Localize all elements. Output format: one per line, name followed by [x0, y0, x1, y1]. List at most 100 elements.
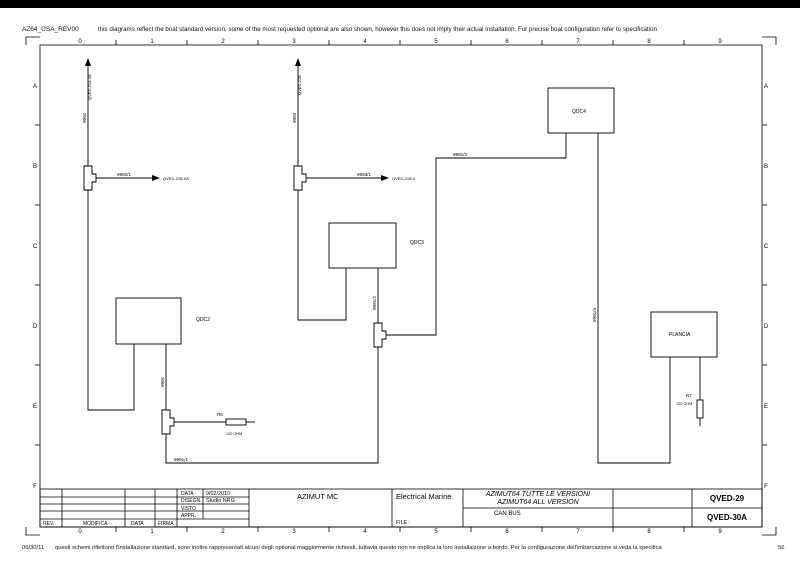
header-disclaimer: this diagrams reflect the boat standard …: [98, 26, 657, 33]
row-label-b-right: B: [764, 164, 768, 170]
tb-data-label: DATA: [181, 491, 194, 497]
frame: [25, 36, 777, 536]
tb-company: AZIMUT MC: [297, 492, 339, 501]
r7-label: R7: [686, 393, 692, 398]
column-label-2-bottom: 2: [221, 529, 225, 535]
column-labels-bottom: 0 1 2 3 4 5 6 7 8 9: [78, 529, 722, 535]
label-9992: 9992: [82, 112, 87, 123]
footer-row: 06/30/11 questi schemi riflettono l'inst…: [0, 545, 800, 557]
page-number: 56: [778, 545, 785, 551]
arrow-up-9993-icon: [295, 58, 301, 66]
column-label-5: 5: [434, 39, 438, 45]
qdc4-box: [547, 87, 615, 134]
column-ticks: [115, 40, 685, 532]
column-labels-top: 0 1 2 3 4 5 6 7 8 9: [78, 39, 722, 45]
resistor-labels: R6 120 OHM R7 120 OHM: [217, 393, 692, 436]
plancia-label: PLANCIA: [669, 332, 691, 338]
column-label-2: 2: [221, 39, 225, 45]
connector-qved-21b-0: QVED-21B.0: [392, 176, 416, 181]
component-boxes: [115, 87, 718, 358]
row-ticks: [35, 124, 767, 446]
tb-code-1: QVED-29: [710, 494, 745, 503]
wires: [87, 64, 701, 464]
column-label-8: 8: [647, 39, 651, 45]
column-label-5-bottom: 5: [434, 529, 438, 535]
tb-title-line1: AZIMUT64 TUTTE LE VERSIONI: [485, 491, 590, 498]
column-label-0: 0: [78, 39, 82, 45]
row-label-a-left: A: [33, 84, 37, 90]
row-label-d-right: D: [764, 324, 769, 330]
footer-disclaimer: questi schemi riflettono l'installazione…: [55, 545, 662, 551]
column-label-8-bottom: 8: [647, 529, 651, 535]
column-label-6: 6: [505, 39, 509, 45]
tb-modifica-label: MODIFICA: [83, 521, 108, 527]
wire-9992-to-qdc2: [87, 190, 135, 411]
tb-category: Electrical Marine: [396, 492, 451, 501]
label-9993-1: 9993/1: [357, 172, 371, 177]
resistors: [225, 399, 704, 426]
wire-9991-4: [597, 133, 671, 464]
column-label-9-bottom: 9: [718, 529, 722, 535]
row-label-e-right: E: [764, 404, 768, 410]
header-row: AZ64_USA_REV00 this diagrams reflect the…: [0, 26, 800, 38]
tb-data-value: 9/02/2010: [206, 491, 230, 497]
column-label-7: 7: [576, 39, 580, 45]
qdc3-box: [328, 222, 397, 269]
tb-file-label: FILE :: [396, 520, 410, 526]
tb-disegn-label: DISEGN.: [181, 498, 202, 504]
column-label-6-bottom: 6: [505, 529, 509, 535]
qdc2-label: QDC2: [196, 317, 210, 323]
column-label-9: 9: [718, 39, 722, 45]
tb-firma-label: FIRMA: [158, 521, 174, 527]
label-9991-3: 9991/3: [453, 152, 467, 157]
t-connector-9991-2: [373, 322, 387, 348]
qdc4-label: QDC4: [572, 109, 586, 115]
column-label-4: 4: [363, 39, 367, 45]
t-connector-9993: [293, 165, 307, 191]
column-label-7-bottom: 7: [576, 529, 580, 535]
row-labels: A B C D E F A B C D E F: [33, 84, 769, 490]
row-label-d-left: D: [33, 324, 38, 330]
arrow-heads: [85, 58, 389, 181]
footer-date: 06/30/11: [22, 545, 45, 551]
column-label-0-bottom: 0: [78, 529, 82, 535]
corner-mark-tl: [25, 36, 40, 45]
column-label-4-bottom: 4: [363, 529, 367, 535]
qdc2-box: [115, 297, 182, 345]
component-labels: QDC2 QDC3 QDC4 PLANCIA: [196, 109, 691, 338]
r7-value: 120 OHM: [676, 402, 692, 406]
wire-9993-to-qdc3: [297, 190, 347, 321]
column-label-1-bottom: 1: [150, 529, 154, 535]
r6-label: R6: [217, 412, 223, 417]
label-9991-1: 9991/1: [174, 457, 188, 462]
connector-qved-21a-1b: QVED-21A.1B: [87, 74, 92, 100]
corner-mark-tr: [762, 36, 777, 45]
label-9992-1: 9992/1: [117, 172, 131, 177]
title-block: [39, 488, 763, 528]
tb-rev-label: REV.: [43, 521, 54, 527]
wire-9991-1: [165, 347, 379, 464]
tb-subtitle: CAN BUS: [494, 511, 521, 517]
wire-labels: 9992 9992/1 9993 9993/1 9991 9991/1 9991…: [82, 112, 597, 462]
row-label-c-right: C: [764, 244, 769, 250]
arrow-right-9992-1-icon: [152, 175, 160, 181]
resistor-r7-icon: [696, 399, 704, 419]
label-9991-2: 9991/2: [372, 296, 377, 310]
tb-appr-label: APPR.: [181, 513, 196, 519]
label-9993: 9993: [292, 112, 297, 123]
row-label-c-left: C: [33, 244, 38, 250]
column-label-1: 1: [150, 39, 154, 45]
title-block-text: DATA 9/02/2010 DISEGN. Studio NRG VISTO …: [43, 491, 747, 527]
tb-code-2: QVED-30A: [707, 513, 747, 522]
row-label-f-left: F: [33, 484, 37, 490]
top-black-bar: [0, 0, 800, 8]
arrow-up-9992-icon: [85, 58, 91, 66]
row-label-e-left: E: [33, 404, 37, 410]
column-label-3: 3: [292, 39, 296, 45]
tb-disegn-value: Studio NRG: [206, 498, 235, 504]
corner-mark-br: [762, 527, 777, 536]
row-label-b-left: B: [33, 164, 37, 170]
wire-9991-3: [386, 133, 567, 336]
document-reference: AZ64_USA_REV00: [22, 26, 79, 33]
